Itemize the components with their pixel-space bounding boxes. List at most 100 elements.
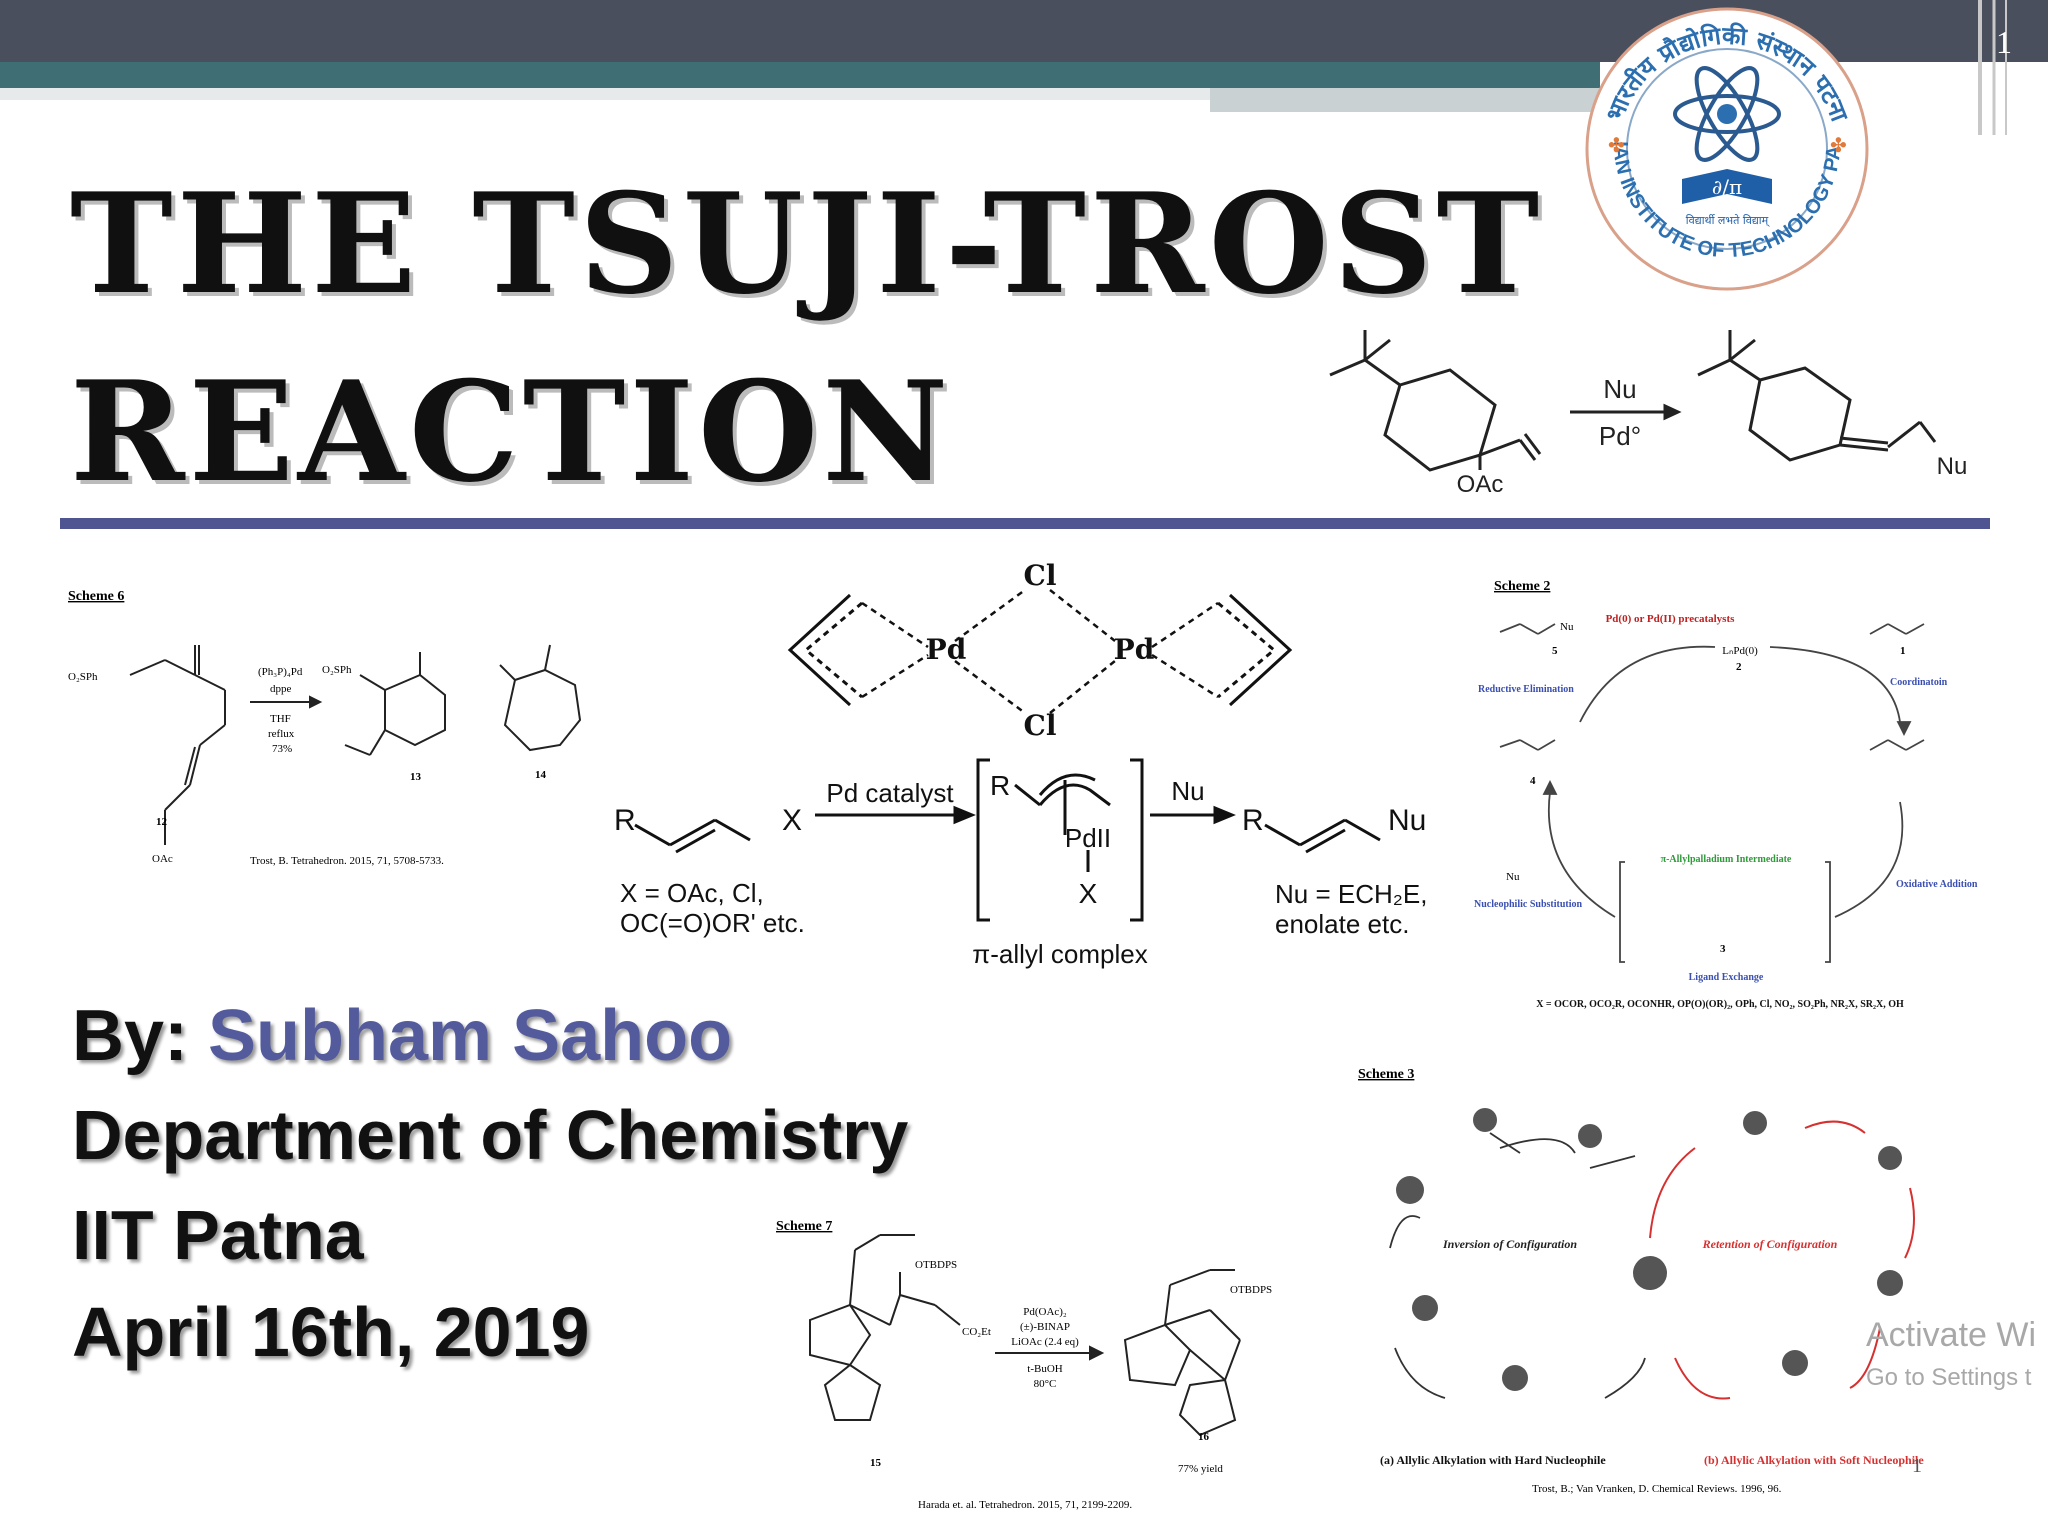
scheme2-precatalyst: Pd(0) or Pd(II) precatalysts [1606,613,1736,625]
scheme2-n4: 4 [1530,775,1536,787]
scheme3-retention: Retention of Configuration [1702,1237,1838,1251]
scheme7-group-1: OTBDPS [915,1259,957,1271]
top-product-nu: Nu [1937,453,1968,480]
scheme7-group-2: CO₂Et [962,1326,991,1338]
allyl-pd-dimer: Cl Cl Pd Pd [787,559,1293,742]
scheme7-reagent-4: t-BuOH [1027,1363,1063,1375]
top-reagent-nu: Nu [1603,374,1636,404]
scheme7-reagent-1: Pd(OAc)₂ [1023,1306,1067,1318]
scheme6-reagent-2: dppe [270,683,292,695]
scheme2-nu-minus: Nu [1506,871,1520,883]
scheme3-label: Scheme 3 [1358,1067,1414,1082]
author-line: By: Subham Sahoo [72,995,732,1077]
scheme-3-mechanism: Scheme 3 Inversion of Configuration Rete… [1358,1067,1924,1495]
scheme7-yield: 77% yield [1178,1463,1223,1475]
complex-x: X [1079,878,1098,909]
department: Department of Chemistry [72,1096,909,1174]
reaction-nu-arrow: Nu [1171,776,1204,806]
complex-r: R [990,770,1010,801]
scheme2-nu-top: Nu [1560,621,1574,633]
scheme-7: Scheme 7 OTBDPS CO₂Et OTBDPS Pd(OAc)₂ (±… [776,1219,1272,1511]
scheme6-label: Scheme 6 [68,589,124,604]
iit-patna-logo: भारतीय प्रौद्योगिकी संस्थान पटना INDIAN … [1584,4,1869,291]
scheme6-sub1: O₂SPh [68,671,98,683]
scheme7-reagent-3: LiOAc (2.4 eq) [1011,1336,1079,1348]
scheme2-n1: 1 [1900,645,1906,657]
scheme6-reagent-4: reflux [268,728,295,740]
reaction-r2: R [1242,804,1264,837]
scheme2-n2: 2 [1736,661,1742,673]
complex-label: π-allyl complex [972,939,1147,969]
scheme2-x-list: X = OCOR, OCO₂R, OCONHR, OP(O)(OR)₂, OPh… [1536,999,1904,1010]
author-name: Subham Sahoo [208,996,733,1076]
reaction-x: X [782,804,802,837]
reaction-nu: Nu [1388,804,1426,837]
x-definition-2: OC(=O)OR' etc. [620,908,805,938]
institute: IIT Patna [72,1196,364,1274]
top-leaving-group: OAc [1457,471,1504,498]
scheme3-caption-b: (b) Allylic Alkylation with Soft Nucleop… [1704,1453,1924,1467]
decorative-lines [1978,0,2007,135]
logo-motto: विद्यार्थी लभते विद्याम् [1686,214,1770,227]
scheme3-inversion: Inversion of Configuration [1442,1237,1577,1251]
scheme3-citation: Trost, B.; Van Vranken, D. Chemical Revi… [1532,1483,1782,1495]
book-icon: ∂/π [1682,169,1772,204]
scheme7-compound-15: 15 [870,1457,882,1469]
scheme2-n3: 3 [1720,943,1726,955]
scheme7-group-3: OTBDPS [1230,1284,1272,1296]
scheme2-intermediate: π-Allylpalladium Intermediate [1661,854,1792,865]
scheme7-label: Scheme 7 [776,1219,832,1234]
svg-text:∂/π: ∂/π [1712,175,1742,199]
reaction-r1: R [614,804,636,837]
presentation-date: April 16th, 2019 [72,1293,590,1371]
slide-title-line1: THE TSUJI-TROST [70,162,1544,325]
logo-flower-icon: ✤ [1608,135,1625,157]
nu-definition-1: Nu = ECH₂E, [1275,879,1427,909]
scheme7-compound-16: 16 [1198,1431,1210,1443]
scheme7-citation: Harada et. al. Tetrahedron. 2015, 71, 21… [918,1499,1132,1511]
scheme2-coordination: Coordinatoin [1890,677,1948,688]
x-definition-1: X = OAc, Cl, [620,878,764,908]
dimer-cl-top: Cl [1024,559,1057,592]
top-reaction-scheme: Nu Pd° OAc Nu [1329,330,1968,498]
by-label: By: [72,996,189,1076]
scheme7-reagent-2: (±)-BINAP [1020,1321,1070,1333]
scheme6-reagent-3: THF [270,713,291,725]
scheme-2-catalytic-cycle: Scheme 2 Pd(0) or Pd(II) precatalysts Lₙ… [1474,579,1978,1010]
title-divider [60,518,1990,529]
scheme6-reagent-5: 73% [272,743,292,755]
scheme6-product-14: 14 [535,769,547,781]
main-reaction: R X Pd catalyst R PdII X Nu R Nu X = OAc… [614,758,1427,969]
dimer-pd-right: Pd [1114,633,1155,666]
scheme6-citation: Trost, B. Tetrahedron. 2015, 71, 5708-57… [250,855,444,867]
scheme2-label: Scheme 2 [1494,579,1550,594]
activate-windows-settings-link: Go to Settings t [1866,1364,2032,1391]
scheme2-oxidative: Oxidative Addition [1896,879,1978,890]
activate-windows-watermark: Activate Wi [1866,1316,2037,1354]
scheme2-reductive: Reductive Elimination [1478,684,1574,695]
scheme6-sub2: OAc [152,853,173,865]
logo-flower-icon-right: ✤ [1830,135,1847,157]
scheme2-n5: 5 [1552,645,1558,657]
scheme2-ligand: Ligand Exchange [1689,972,1764,983]
header-shadow-bar [0,88,1210,100]
top-reagent-pd: Pd° [1599,421,1641,451]
scheme6-product-sub: O₂SPh [322,664,352,676]
atom-icon [1673,66,1781,162]
scheme6-compound: 12 [156,816,168,828]
slide-number: 1 [1996,24,2012,60]
slide-title-line2: REACTION [70,350,953,513]
reaction-catalyst: Pd catalyst [826,778,954,808]
scheme6-product-13: 13 [410,771,422,783]
header-accent-bar [0,62,1600,88]
scheme-6: Scheme 6 O₂SPh OAc 12 (Ph₃P)₄Pd dppe THF… [68,589,582,867]
complex-pd: PdII [1065,823,1111,853]
scheme3-caption-a: (a) Allylic Alkylation with Hard Nucleop… [1380,1453,1606,1467]
dimer-pd-left: Pd [926,633,967,666]
dimer-cl-bottom: Cl [1024,709,1057,742]
scheme2-nucleophilic: Nucleophilic Substitution [1474,899,1583,910]
nu-definition-2: enolate etc. [1275,909,1409,939]
scheme6-reagent-1: (Ph₃P)₄Pd [258,666,303,678]
scheme7-reagent-5: 80°C [1034,1378,1057,1390]
scheme2-lpd: LₙPd(0) [1722,645,1758,657]
